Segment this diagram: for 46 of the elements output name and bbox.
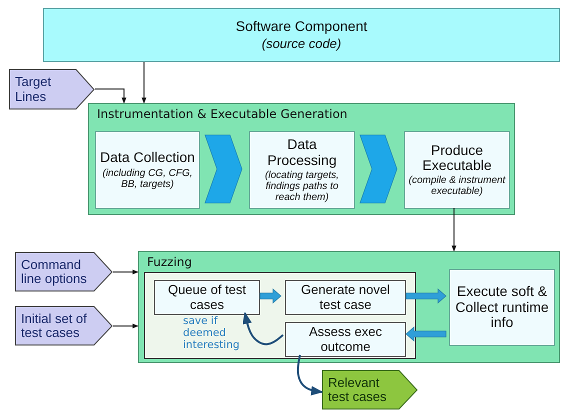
block-arrow bbox=[260, 288, 282, 304]
box-label: Produce Executable bbox=[421, 142, 493, 174]
arrow bbox=[296, 354, 324, 396]
chevron-arrow bbox=[204, 134, 242, 204]
process-box bbox=[249, 131, 355, 209]
arrow bbox=[242, 312, 284, 346]
process-box bbox=[95, 131, 200, 209]
box-label: Command line options bbox=[21, 258, 88, 286]
box-label: Generate novel test case bbox=[300, 283, 391, 312]
arrow bbox=[112, 270, 139, 274]
box-description: (locating targets, findings paths to reach them) bbox=[264, 170, 340, 203]
arrow bbox=[452, 208, 456, 252]
box-description: (including CG, CFG, BB, targets) bbox=[101, 168, 194, 190]
edge-label: save if deemed interesting bbox=[183, 315, 243, 352]
arrow bbox=[142, 62, 146, 104]
box-label: Initial set of test cases bbox=[21, 312, 88, 340]
box-label: Target Lines bbox=[15, 75, 52, 104]
group-title: Fuzzing bbox=[147, 255, 192, 269]
output-tag bbox=[322, 370, 418, 410]
box-label: Data Processing bbox=[266, 137, 338, 168]
box-label: Queue of test cases bbox=[166, 283, 248, 312]
input-tag bbox=[15, 252, 113, 292]
process-box bbox=[154, 280, 260, 315]
group-panel bbox=[88, 103, 515, 215]
process-box bbox=[449, 269, 555, 346]
group-title: Instrumentation & Executable Generation bbox=[97, 107, 348, 121]
arrow bbox=[112, 324, 139, 328]
box-label: Execute soft & Collect runtime info bbox=[454, 284, 550, 331]
component-box bbox=[43, 8, 560, 62]
block-arrow bbox=[406, 288, 446, 304]
box-label: Data Collection bbox=[100, 150, 195, 166]
inner-panel bbox=[144, 272, 416, 359]
process-box bbox=[404, 131, 510, 209]
box-description: (compile & instrument executable) bbox=[408, 175, 506, 198]
process-box bbox=[285, 322, 406, 357]
group-panel bbox=[138, 251, 560, 363]
input-tag bbox=[15, 306, 113, 346]
arrow bbox=[94, 88, 126, 104]
chevron-arrow bbox=[360, 134, 398, 204]
process-box bbox=[285, 280, 406, 315]
box-label: Software Component bbox=[236, 19, 368, 35]
input-tag bbox=[9, 69, 95, 110]
box-label: Relevant test cases bbox=[328, 376, 388, 404]
block-arrow bbox=[406, 326, 446, 342]
box-description: (source code) bbox=[262, 36, 342, 51]
box-label: Assess exec outcome bbox=[308, 325, 383, 354]
